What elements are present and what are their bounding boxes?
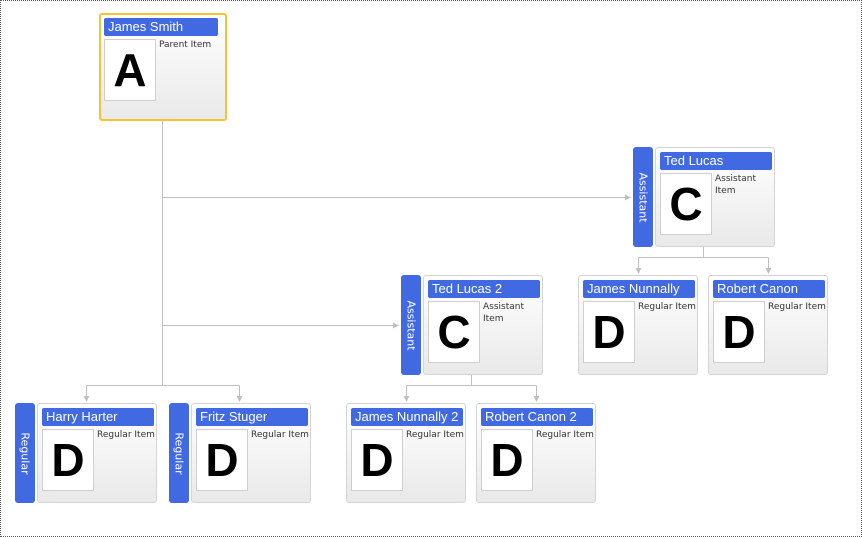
node-title: Robert Canon 2 — [481, 408, 593, 426]
photo-placeholder: A — [104, 39, 156, 101]
node-description: Regular Item — [536, 430, 594, 440]
node-title: James Nunnally 2 — [351, 408, 463, 426]
photo-placeholder: D — [196, 429, 248, 491]
photo-placeholder: C — [428, 301, 480, 363]
node-title: Harry Harter — [42, 408, 154, 426]
arrowhead — [635, 268, 642, 274]
node-james-nunnally[interactable]: James Nunnally D Regular Item — [578, 275, 698, 375]
node-robert-canon[interactable]: Robert Canon D Regular Item — [708, 275, 828, 375]
photo-placeholder: D — [42, 429, 94, 491]
arrowhead — [236, 396, 243, 402]
node-title: Ted Lucas 2 — [428, 280, 540, 298]
arrowhead — [625, 194, 631, 201]
arrowhead — [83, 396, 90, 402]
node-robert-canon-2[interactable]: Robert Canon 2 D Regular Item — [476, 403, 596, 503]
photo-placeholder: C — [660, 173, 712, 235]
assistant-label: Assistant — [633, 147, 653, 247]
photo-placeholder: D — [713, 301, 765, 363]
node-title: James Nunnally — [583, 280, 695, 298]
photo-placeholder: D — [583, 301, 635, 363]
arrowhead — [765, 268, 772, 274]
arrowhead — [403, 396, 410, 402]
node-description: Regular Item — [406, 430, 464, 440]
node-harry-harter[interactable]: Harry Harter D Regular Item — [37, 403, 157, 503]
arrowhead — [393, 322, 399, 329]
regular-label: Regular — [15, 403, 35, 503]
node-description: Regular Item — [97, 430, 155, 440]
node-title: Fritz Stuger — [196, 408, 308, 426]
arrowhead — [533, 396, 540, 402]
node-title: James Smith — [104, 18, 218, 36]
node-ted-lucas-2[interactable]: Ted Lucas 2 C Assistant Item — [423, 275, 543, 375]
node-description: Assistant Item — [483, 302, 525, 324]
node-description: Regular Item — [638, 302, 696, 312]
node-description: Parent Item — [159, 40, 212, 50]
node-description: Regular Item — [768, 302, 826, 312]
photo-placeholder: D — [481, 429, 533, 491]
node-description: Assistant Item — [715, 174, 757, 196]
regular-label: Regular — [169, 403, 189, 503]
node-fritz-stuger[interactable]: Fritz Stuger D Regular Item — [191, 403, 311, 503]
node-ted-lucas[interactable]: Ted Lucas C Assistant Item — [655, 147, 775, 247]
assistant-label: Assistant — [401, 275, 421, 375]
node-james-smith[interactable]: James Smith A Parent Item — [99, 13, 227, 121]
photo-placeholder: D — [351, 429, 403, 491]
node-title: Ted Lucas — [660, 152, 772, 170]
node-description: Regular Item — [251, 430, 309, 440]
node-james-nunnally-2[interactable]: James Nunnally 2 D Regular Item — [346, 403, 466, 503]
node-title: Robert Canon — [713, 280, 825, 298]
